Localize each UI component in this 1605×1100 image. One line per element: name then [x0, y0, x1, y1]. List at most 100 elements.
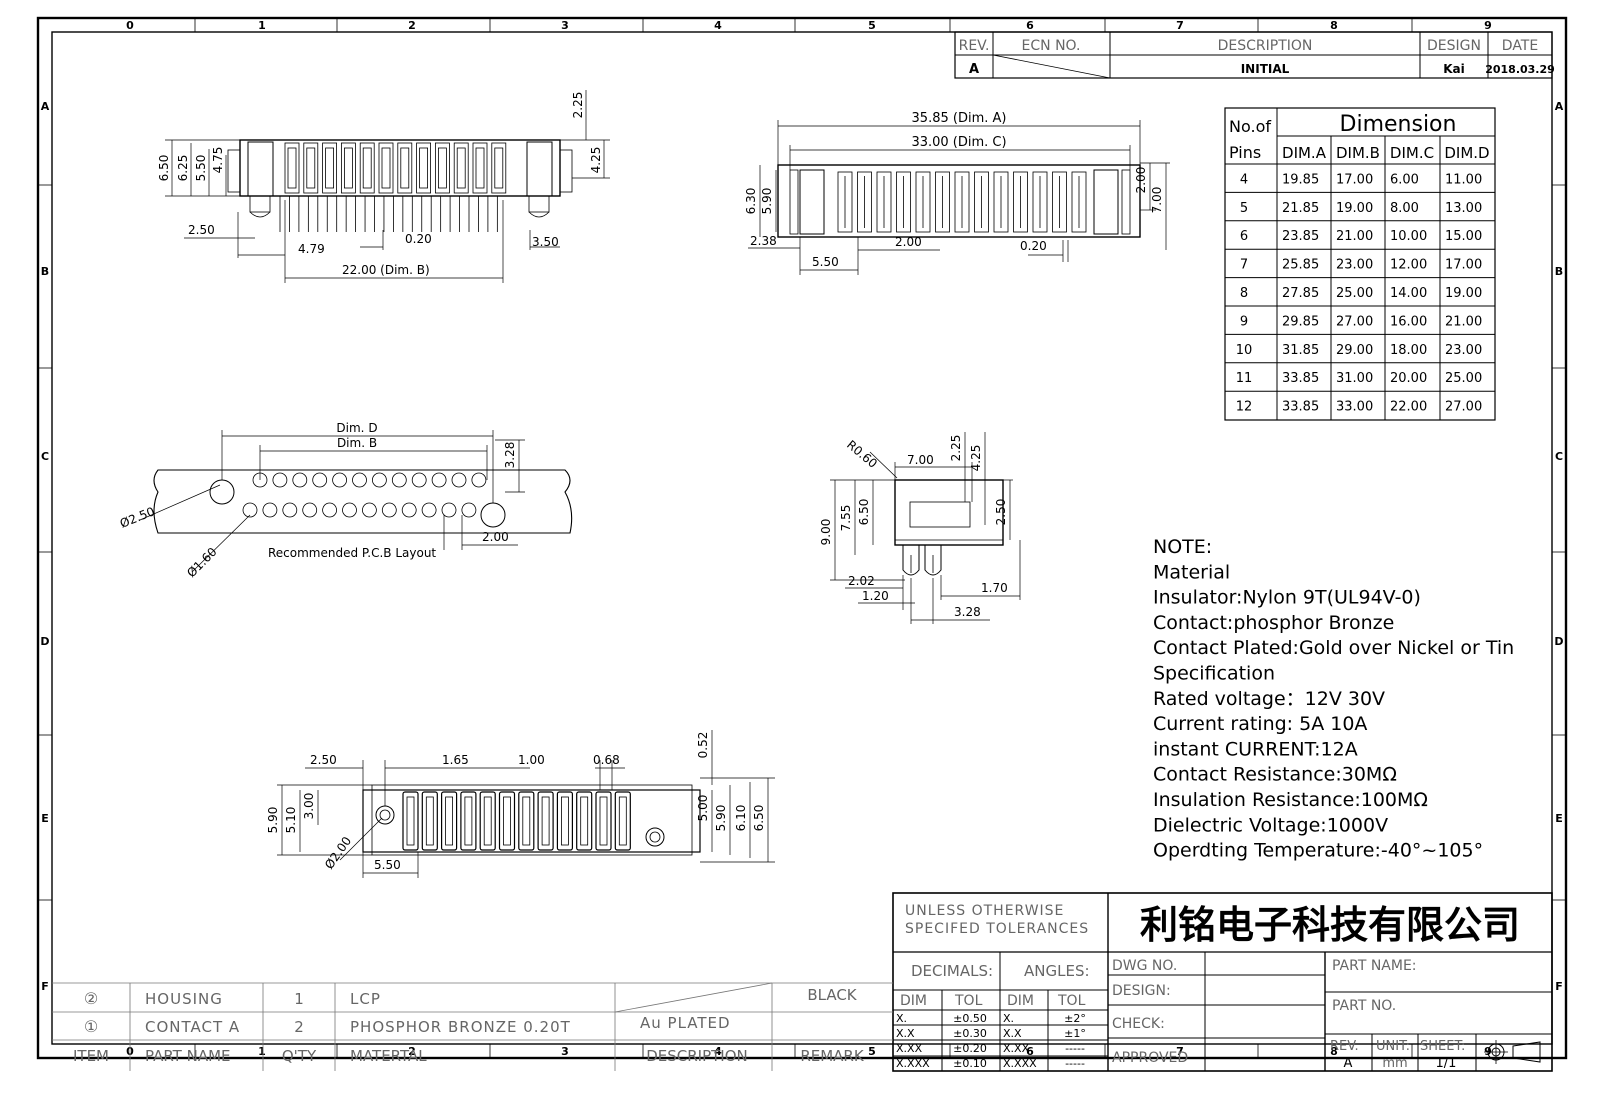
zone-col-label-top: 8 — [1330, 19, 1338, 32]
dim-table-cell: 19.85 — [1282, 172, 1319, 187]
top-contact-slots — [837, 171, 1087, 233]
front-contact-slots — [284, 142, 507, 194]
bottom-contact-inner — [580, 796, 589, 846]
col-dim-d: DIM.D — [1444, 144, 1489, 162]
pcb-dim-b: Dim. B — [337, 436, 377, 450]
bottom-contact — [556, 791, 574, 851]
bottom-d052: 0.52 — [696, 732, 710, 759]
front-slot-inner — [325, 147, 335, 189]
company-name: 利铭电子科技有限公司 — [1140, 903, 1520, 947]
pcb-hole-bottom — [262, 502, 278, 518]
zone-row-label-left: E — [41, 812, 49, 825]
dim-table-cell: 8.00 — [1390, 201, 1419, 216]
zone-row-label-right: B — [1555, 265, 1563, 278]
bottom-contact — [402, 791, 419, 851]
top-slot — [876, 171, 892, 233]
tol-dec-dim: X.X — [896, 1027, 915, 1040]
bom-qty: 1 — [294, 990, 304, 1008]
dim-table-cell: 21.00 — [1336, 229, 1373, 244]
pcb-hole-top — [332, 472, 348, 488]
top-slot — [1052, 171, 1067, 233]
front-d479: 4.79 — [298, 242, 325, 256]
dim-table-cell: 17.00 — [1336, 172, 1373, 187]
tol-dec-val: ±0.50 — [953, 1012, 987, 1025]
dim-table-cell: 14.00 — [1390, 286, 1427, 301]
dim-table-cell: 5 — [1240, 201, 1248, 216]
part-name-label: PART NAME: — [1332, 958, 1417, 974]
tol-ang-val: ±2° — [1064, 1012, 1086, 1025]
dim-table-cell: 17.00 — [1445, 258, 1482, 273]
pcb-hole-top — [451, 472, 467, 488]
bottom-contact-inner — [464, 796, 473, 846]
pcb-hole-bottom — [401, 502, 417, 518]
col-dim-c: DIM.C — [1390, 144, 1434, 162]
dim-table-cell: 13.00 — [1445, 201, 1482, 216]
tolerance-rows: X.±0.50X.X±0.30X.XX±0.20X.XXX±0.10X.±2°X… — [896, 1012, 1086, 1070]
zone-col-label-bottom: 8 — [1330, 1045, 1338, 1058]
pcb-holes — [242, 472, 487, 518]
inner-frame — [51, 31, 1553, 1045]
zone-col-label-top: 5 — [868, 19, 876, 32]
dimension-title: Dimension — [1340, 112, 1457, 137]
top-slot — [1013, 171, 1028, 233]
pcb-hole-top — [292, 472, 308, 488]
tol-ang-val: ----- — [1065, 1042, 1085, 1055]
bom-material: PHOSPHOR BRONZE 0.20T — [350, 1018, 571, 1036]
bottom-contact-inner — [406, 796, 415, 846]
bottom-h510: 5.10 — [284, 807, 298, 834]
bom-header-description: DESCRIPTION — [646, 1047, 748, 1065]
front-slot — [378, 142, 394, 194]
zone-col-label-bottom: 7 — [1176, 1045, 1184, 1058]
side-h225: 2.25 — [949, 435, 963, 462]
dim-table-cell: 15.00 — [1445, 229, 1482, 244]
pcb-hole-bottom — [421, 502, 437, 518]
bottom-h590r: 5.90 — [714, 805, 728, 832]
bom-item: ② — [84, 989, 98, 1008]
bottom-contact-inner — [503, 796, 511, 846]
pcb-hole-bottom — [461, 502, 477, 518]
bottom-contact-inner — [561, 796, 569, 846]
dim-table-cell: 31.85 — [1282, 343, 1319, 358]
dim-table-cell: 11 — [1236, 371, 1253, 386]
zone-row-label-left: C — [41, 450, 49, 463]
decimals-label: DECIMALS: — [911, 962, 993, 980]
zone-row-label-left: D — [40, 635, 49, 648]
design-header: DESIGN — [1427, 38, 1481, 54]
tol-ang-dim: X.XXX — [1003, 1057, 1037, 1070]
front-h425: 4.25 — [589, 147, 603, 174]
top-slot — [993, 171, 1009, 233]
design-label: DESIGN: — [1112, 983, 1171, 999]
note-line: Rated voltage：12V 30V — [1153, 688, 1385, 710]
zone-col-label-bottom: 1 — [258, 1045, 266, 1058]
front-slot — [416, 142, 432, 194]
dim-table-cell: 6 — [1240, 229, 1248, 244]
top-slot — [857, 171, 872, 233]
note-line: Contact Resistance:30MΩ — [1153, 764, 1397, 786]
front-slot-inner — [306, 147, 316, 189]
dim-table-cell: 12.00 — [1390, 258, 1427, 273]
dim-table-cell: 23.00 — [1336, 258, 1373, 273]
part-no-label: PART NO. — [1332, 998, 1396, 1014]
top-slot — [896, 171, 911, 233]
note-line: Dielectric Voltage:1000V — [1153, 814, 1388, 836]
pcb-hole-bottom — [282, 502, 298, 518]
zone-row-label-right: F — [1555, 980, 1563, 993]
top-h700: 7.00 — [1150, 187, 1164, 214]
dim-table-cell: 27.00 — [1336, 314, 1373, 329]
dim-table-cell: 11.00 — [1445, 172, 1482, 187]
zone-col-label-top: 4 — [714, 19, 722, 32]
unit-label: UNIT: — [1376, 1039, 1410, 1054]
zone-col-label-top: 6 — [1026, 19, 1034, 32]
bom-header-item: ITEM — [73, 1047, 109, 1065]
zone-col-label-top: 7 — [1176, 19, 1184, 32]
front-slot-inner — [343, 147, 353, 189]
dim-table-cell: 29.00 — [1336, 343, 1373, 358]
zone-row-label-left: B — [41, 265, 49, 278]
design-value: Kai — [1443, 62, 1465, 76]
front-slot — [472, 142, 488, 194]
top-slot — [837, 171, 853, 233]
dim-table-cell: 19.00 — [1336, 201, 1373, 216]
side-h650: 6.50 — [857, 499, 871, 526]
front-slot — [322, 142, 338, 194]
bom-material: LCP — [350, 990, 381, 1008]
